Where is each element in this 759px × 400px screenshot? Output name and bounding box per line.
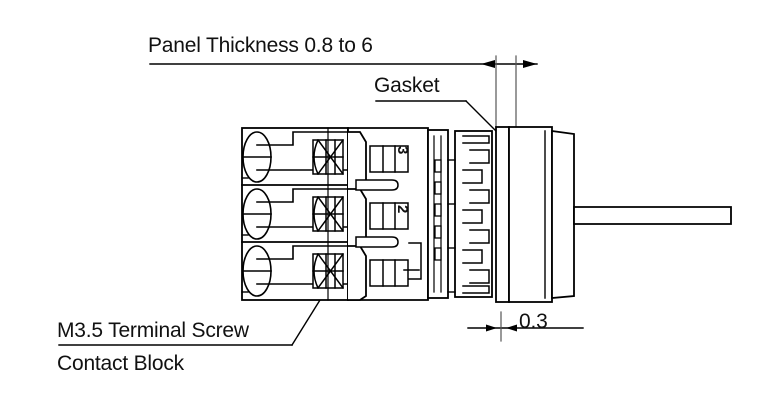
- terminal-number-3: 3: [394, 146, 411, 155]
- panel-thickness-dimension: [149, 55, 538, 138]
- contact-block-label: Contact Block: [57, 352, 184, 375]
- shroud-ribs: [434, 159, 442, 261]
- contact-cell-3: [242, 245, 349, 297]
- operator-lever: [573, 206, 732, 225]
- thickness-03-dimension: [467, 311, 584, 342]
- thickness-03-label: 0.3: [519, 310, 548, 333]
- gasket-plate: [495, 126, 510, 303]
- threaded-bushing: [454, 130, 493, 298]
- plunger-pin-2: [355, 236, 399, 248]
- plunger-pin-1: [355, 179, 399, 191]
- gasket-leader: [375, 100, 499, 134]
- gasket-label: Gasket: [374, 74, 440, 97]
- bushing-threads: [462, 135, 490, 294]
- contact-pockets: [369, 145, 409, 287]
- panel-thickness-label: Panel Thickness 0.8 to 6: [148, 34, 373, 57]
- front-bezel: [508, 126, 575, 303]
- bushing-interface-lines: [447, 159, 456, 293]
- terminal-screw-label: M3.5 Terminal Screw: [57, 319, 249, 342]
- contact-cell-1: [242, 131, 349, 183]
- terminal-number-2: 2: [394, 205, 411, 214]
- carrier-inner-bracket: [403, 242, 422, 280]
- contact-cell-2: [242, 188, 349, 240]
- housing-left-tabs: [241, 177, 249, 293]
